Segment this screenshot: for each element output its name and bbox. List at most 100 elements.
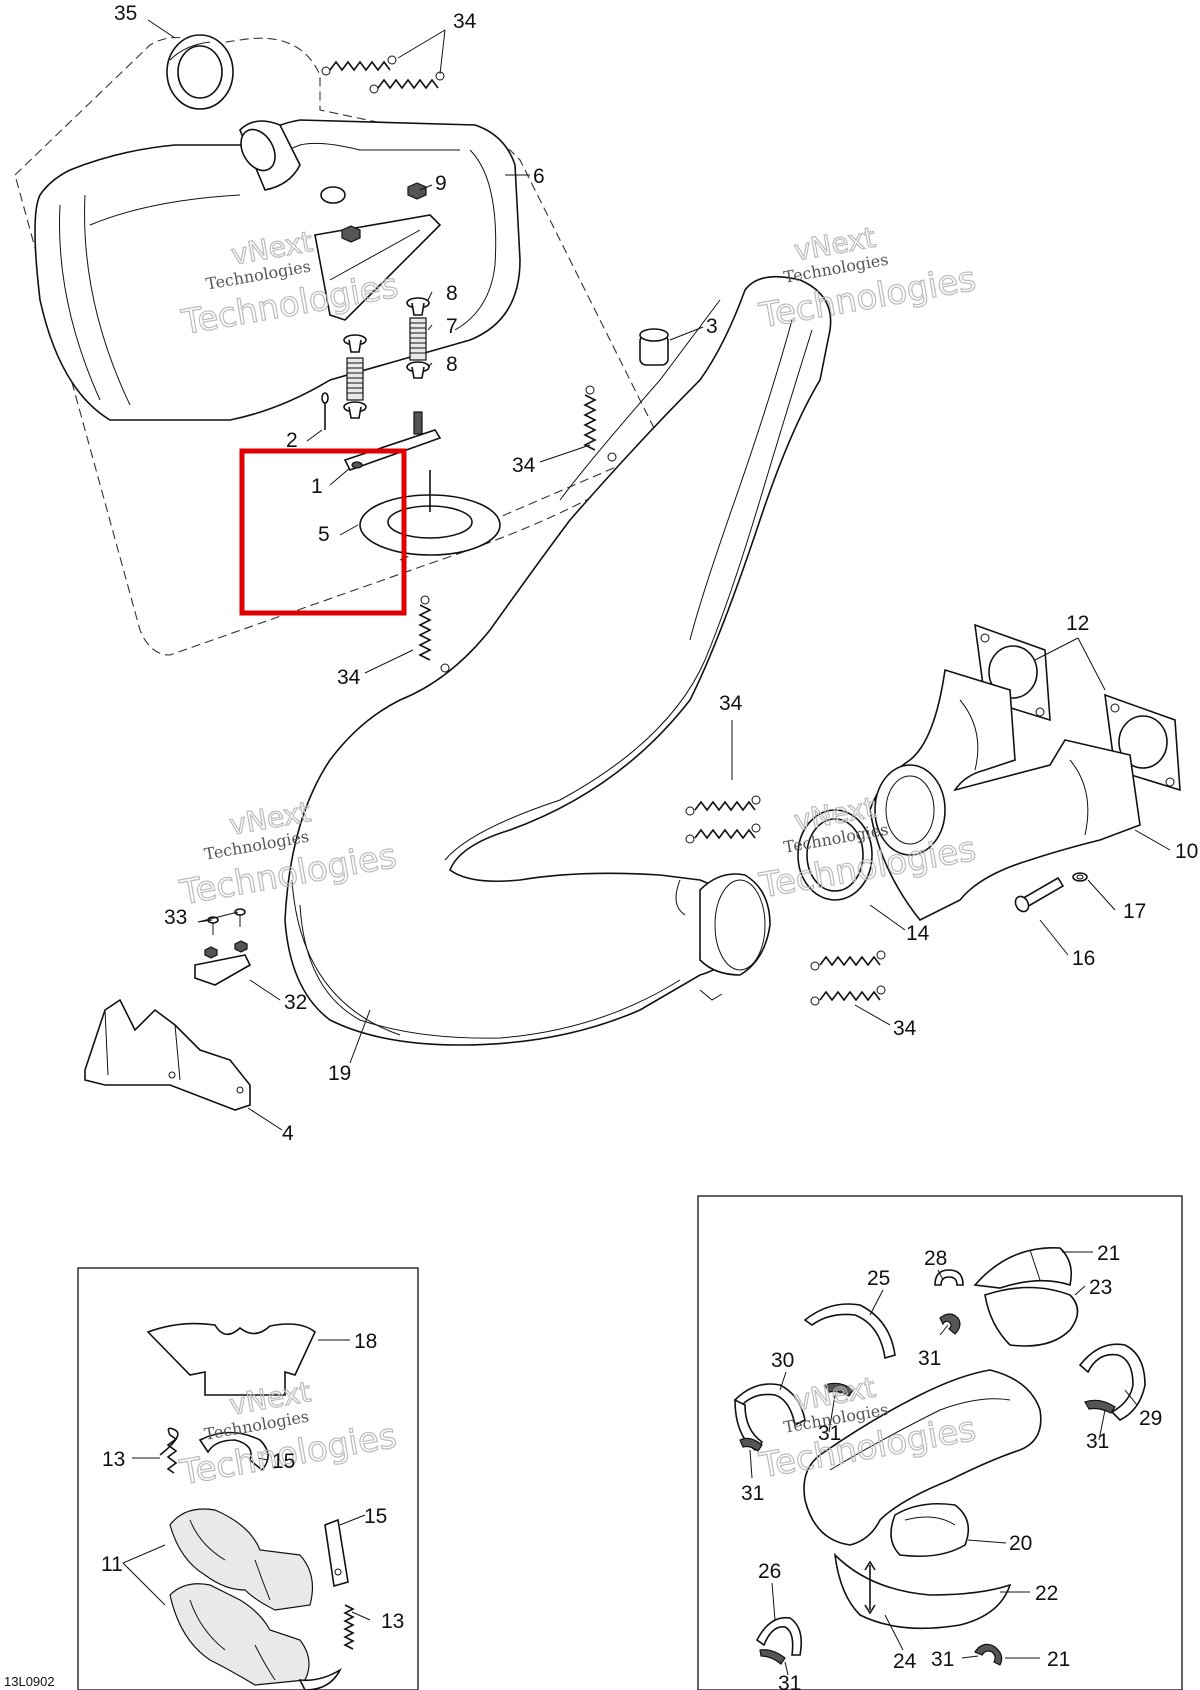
callout-24: 24 — [893, 1650, 917, 1673]
spring-34-top-a — [321, 55, 397, 76]
callout-17: 17 — [1123, 900, 1146, 923]
spring-34-low-a — [810, 950, 886, 971]
callout-13: 13 — [102, 1448, 125, 1471]
spring-34-right-a — [685, 795, 761, 816]
heat-shield-23 — [984, 1286, 1079, 1347]
watermark-5: vNext Technologies Technologies — [176, 1375, 400, 1495]
y-pipe-11 — [169, 1508, 342, 1690]
grommet-left-top — [343, 334, 367, 353]
spring-7-left — [346, 357, 364, 401]
grommet-left-bottom — [343, 401, 367, 419]
callout-30: 30 — [771, 1349, 794, 1372]
callout-26: 26 — [758, 1560, 781, 1583]
spring-34-right-b — [685, 823, 761, 844]
callout-9: 9 — [435, 172, 447, 195]
callout-7: 7 — [446, 315, 458, 338]
callout-1: 1 — [311, 475, 323, 498]
heat-shield-4 — [84, 998, 251, 1111]
ring-14 — [797, 809, 873, 901]
callout-12: 12 — [1066, 612, 1089, 635]
bolt-16 — [1014, 876, 1065, 913]
exhaust-manifold-10 — [869, 668, 1141, 922]
callout-8: 8 — [446, 282, 458, 305]
callout-23: 23 — [1089, 1276, 1112, 1299]
band-26 — [755, 1616, 803, 1656]
watermark-2: vNext Technologies Technologies — [755, 220, 979, 337]
callout-15: 15 — [272, 1450, 295, 1473]
callout-labels: 35 34 6 9 8 7 8 3 2 1 5 34 34 12 34 10 1… — [101, 2, 1198, 1690]
muffler-6 — [34, 119, 521, 421]
callout-25: 25 — [867, 1267, 890, 1290]
callout-34: 34 — [893, 1017, 917, 1040]
screw-33-right — [234, 908, 246, 927]
spring-34-mid-b — [418, 595, 450, 673]
callout-31: 31 — [778, 1672, 801, 1690]
grommet-5 — [359, 470, 501, 556]
pipe-20 — [803, 1369, 1042, 1558]
callout-16: 16 — [1072, 947, 1095, 970]
callout-10: 10 — [1175, 840, 1198, 863]
spring-7-right — [409, 317, 427, 361]
callout-34: 34 — [512, 454, 536, 477]
heat-pad-18 — [146, 1322, 316, 1396]
leader-lines — [122, 19, 1171, 1676]
callout-15: 15 — [364, 1505, 387, 1528]
band-25 — [803, 1303, 896, 1360]
callout-11: 11 — [101, 1553, 123, 1576]
nut-9-right — [407, 182, 427, 200]
inset-box-left — [77, 1267, 419, 1690]
bracket-32 — [194, 940, 252, 986]
callout-6: 6 — [533, 165, 545, 188]
callout-34: 34 — [453, 10, 477, 33]
nut-9-left — [341, 225, 361, 243]
clamp-15-top — [198, 1431, 269, 1472]
grommet-8-bottom — [406, 361, 430, 379]
callout-31: 31 — [1086, 1430, 1109, 1453]
clamp-15-side — [324, 1518, 349, 1588]
callout-20: 20 — [1009, 1532, 1032, 1555]
clip-31-right — [1084, 1399, 1116, 1414]
callout-31: 31 — [741, 1482, 764, 1505]
clamp-21-bottom — [974, 1643, 1003, 1666]
callout-3: 3 — [706, 315, 718, 338]
callout-18: 18 — [354, 1330, 377, 1353]
callout-31: 31 — [931, 1648, 954, 1671]
band-30 — [733, 1383, 806, 1452]
spring-13-bottom — [343, 1604, 355, 1650]
callout-8: 8 — [446, 353, 458, 376]
grommet-8-top — [406, 297, 430, 316]
callout-13: 13 — [381, 1610, 404, 1633]
pin-2 — [321, 392, 329, 430]
clip-31-top — [939, 1313, 961, 1335]
callout-22: 22 — [1035, 1582, 1058, 1605]
callout-32: 32 — [284, 991, 307, 1014]
washer-17 — [1072, 872, 1088, 882]
drawing-code: 13L0902 — [4, 1674, 55, 1689]
callout-28: 28 — [924, 1247, 947, 1270]
heat-shield-21-top — [973, 1247, 1073, 1289]
spring-34-low-b — [810, 985, 886, 1006]
gasket-12-left — [974, 623, 1051, 722]
callout-19: 19 — [328, 1062, 351, 1085]
heat-shield-22 — [833, 1552, 1012, 1630]
spring-13-top — [159, 1427, 179, 1474]
clip-28 — [934, 1269, 964, 1286]
clip-31-left — [739, 1437, 763, 1452]
gasket-12-right — [1104, 693, 1181, 792]
spring-34-top-b — [369, 71, 445, 94]
inset-box-right — [697, 1195, 1183, 1690]
clip-31-bottom-left — [759, 1649, 786, 1665]
callout-31: 31 — [818, 1422, 841, 1445]
callout-31: 31 — [918, 1347, 941, 1370]
callout-35: 35 — [114, 2, 137, 25]
callout-4: 4 — [282, 1122, 294, 1145]
callout-21: 21 — [1047, 1648, 1070, 1671]
callout-29: 29 — [1139, 1407, 1162, 1430]
exhaust-pipe-19 — [284, 275, 832, 1046]
clip-31-mid — [824, 1382, 854, 1397]
muffler-bracket — [314, 214, 442, 321]
callout-34: 34 — [719, 692, 743, 715]
callout-34: 34 — [337, 666, 361, 689]
screw-33-left — [207, 916, 219, 935]
